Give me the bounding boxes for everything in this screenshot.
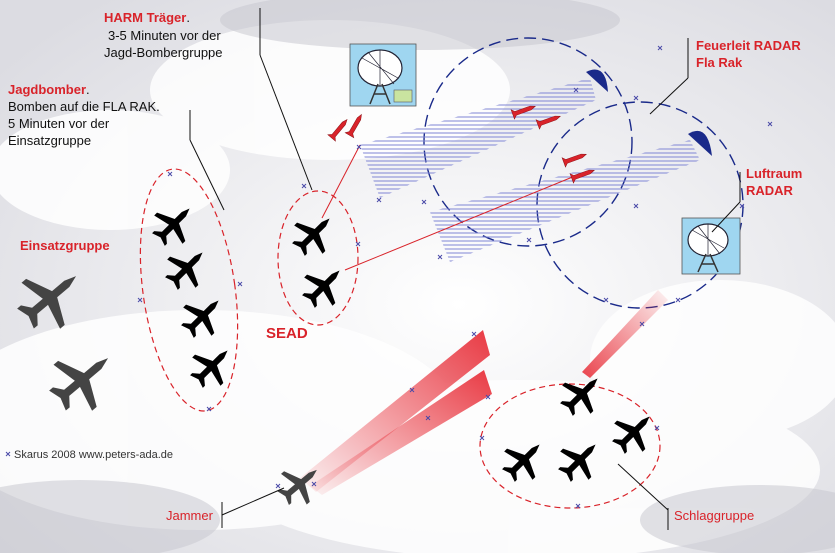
jammer-beam xyxy=(310,370,492,495)
waypoint-markers xyxy=(5,45,773,509)
jagdbomber-label: Jagdbomber. xyxy=(8,82,90,97)
jagdbomber-group xyxy=(139,168,239,412)
schlaggruppe-group xyxy=(479,383,661,509)
credit-text: Skarus 2008 www.peters-ada.de xyxy=(14,449,173,461)
jagdbomber-desc-1: Bomben auf die FLA RAK. xyxy=(8,99,160,114)
einsatzgruppe-label: Einsatzgruppe xyxy=(20,238,110,253)
schlaggruppe-label: Schlaggruppe xyxy=(674,508,755,523)
jagdbomber-title: Jagdbomber xyxy=(8,82,87,97)
radar-dome-icon xyxy=(586,69,608,92)
jammer-label: Jammer xyxy=(166,508,213,523)
sead-label: SEAD xyxy=(266,325,308,342)
jagdbomber-desc-2: 5 Minuten vor der xyxy=(8,116,110,131)
harm-desc-2: Jagd-Bombergruppe xyxy=(104,45,223,60)
luftraum-label: Luftraum xyxy=(746,166,803,181)
harm-title: HARM Träger xyxy=(104,10,187,25)
callout-lines xyxy=(189,8,741,530)
harm-desc-1: 3-5 Minuten vor der xyxy=(108,28,221,43)
radar-beam xyxy=(360,78,596,198)
harm-trajectory xyxy=(321,144,361,219)
sead-group xyxy=(277,190,359,326)
radar-lock-beam xyxy=(582,290,668,378)
harm-label: HARM Träger. xyxy=(104,10,190,25)
radar-dish-icon xyxy=(681,217,741,275)
radar-dish-icon xyxy=(349,43,417,107)
fla-rak-label: Fla Rak xyxy=(696,55,743,70)
luftraum-radar-label: RADAR xyxy=(746,183,793,198)
radar-dome-icon xyxy=(688,130,712,156)
jammer-beam xyxy=(300,330,490,492)
feuerleit-radar-label: Feuerleit RADAR xyxy=(696,38,801,53)
radar-beam xyxy=(430,140,700,262)
harm-trajectory xyxy=(344,175,576,271)
jagdbomber-desc-3: Einsatzgruppe xyxy=(8,133,92,148)
